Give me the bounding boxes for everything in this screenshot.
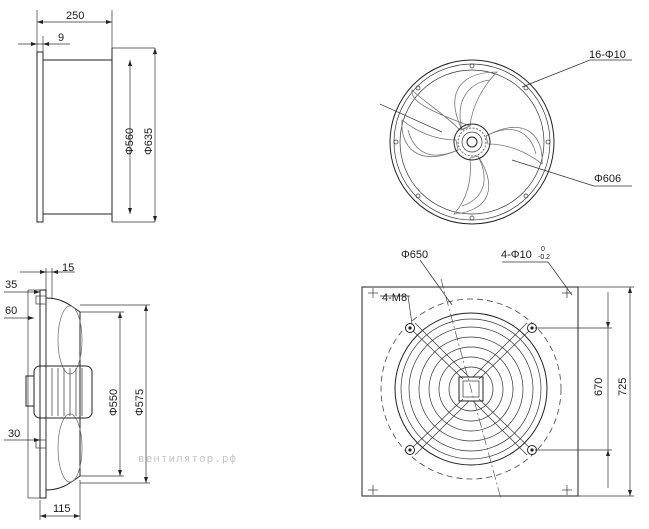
dim-9-label: 9: [58, 32, 64, 44]
dim-holes-tol-upper: 0: [541, 246, 545, 253]
dim-holes-label: 16-Φ10: [589, 49, 626, 61]
dim-650-label: Φ650: [401, 249, 428, 261]
dim-15-label: 15: [62, 262, 74, 274]
side-view-bottom: 15 35 60 30 115 Φ550 Φ575: [4, 262, 150, 520]
dim-670-label: 670: [593, 378, 605, 396]
dim-30-label: 30: [8, 428, 20, 440]
front-view-bottom: 670 725: [361, 259, 634, 500]
side-view-top: 250 9 Φ560 Φ635: [18, 10, 157, 223]
dim-635-label: Φ635: [143, 128, 155, 155]
dim-575-label: Φ575: [134, 389, 146, 416]
dim-115-label: 115: [53, 503, 71, 515]
dim-60-label: 60: [5, 305, 17, 317]
dim-550-label: Φ550: [108, 389, 120, 416]
dim-m8-label: 4-M8: [382, 292, 407, 304]
dim-606-label: Φ606: [594, 173, 621, 185]
dim-35-label: 35: [5, 279, 17, 291]
dim-holes-tol-lower: -0.2: [538, 254, 550, 261]
dim-250-label: 250: [66, 10, 84, 22]
dim-560-label: Φ560: [124, 128, 136, 155]
dim-holes-bottom-label: 4-Φ10: [501, 249, 532, 261]
dim-725-label: 725: [617, 378, 629, 396]
front-view-top: [379, 59, 632, 225]
watermark: вентилятор.рф: [138, 452, 237, 465]
